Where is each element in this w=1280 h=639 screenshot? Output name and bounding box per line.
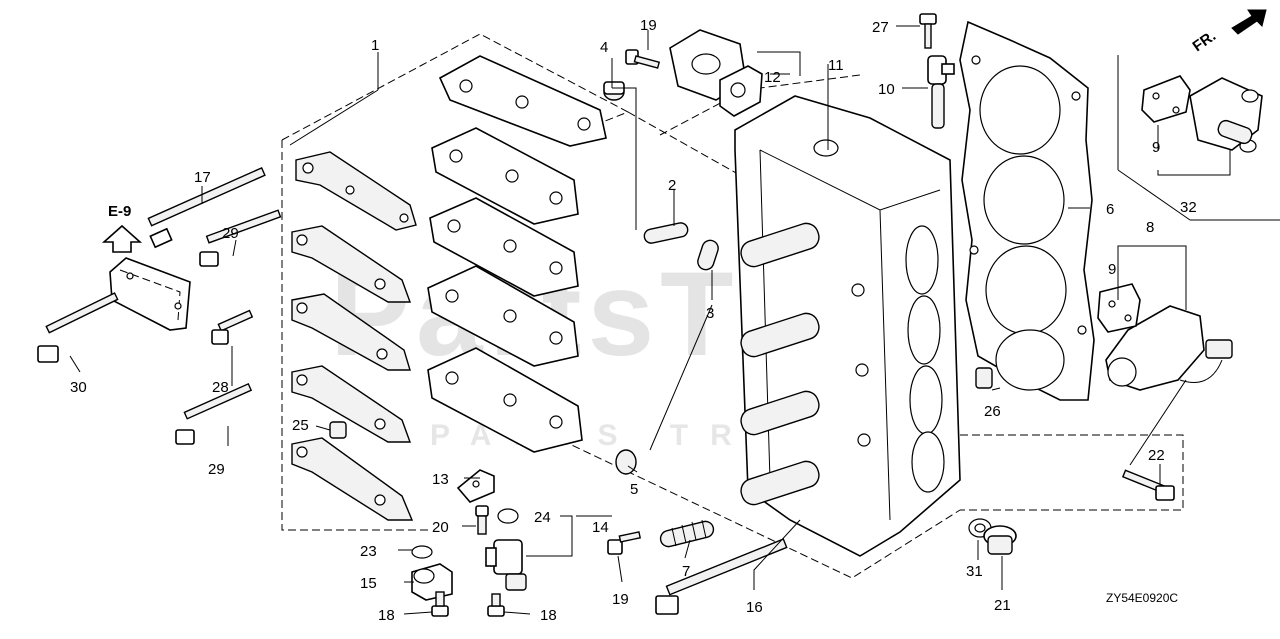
bolt-20-part[interactable] bbox=[475, 505, 489, 535]
bolt-18-left-part[interactable] bbox=[431, 591, 449, 617]
rocker-arm-part[interactable] bbox=[291, 225, 411, 303]
callout-9-inset[interactable]: 9 bbox=[1152, 139, 1160, 156]
callout-30[interactable]: 30 bbox=[70, 379, 87, 396]
callout-14[interactable]: 14 bbox=[592, 519, 609, 536]
callout-16[interactable]: 16 bbox=[746, 599, 763, 616]
inset-gasket-part[interactable] bbox=[1141, 75, 1191, 123]
bolt-19-part[interactable] bbox=[625, 49, 661, 69]
camshaft-holder-part[interactable] bbox=[429, 197, 579, 297]
callout-26[interactable]: 26 bbox=[984, 403, 1001, 420]
callout-3[interactable]: 3 bbox=[706, 305, 714, 322]
sensor-15-part[interactable] bbox=[411, 563, 453, 601]
bolt-29-upper-part[interactable] bbox=[199, 209, 282, 267]
dowel-26-part[interactable] bbox=[975, 367, 993, 389]
spring-7-part[interactable] bbox=[659, 519, 715, 549]
sensor-14-part[interactable] bbox=[485, 539, 527, 591]
o-ring-24-part[interactable] bbox=[497, 508, 519, 524]
rocker-shaft-part[interactable] bbox=[295, 151, 417, 231]
bolt-16-part[interactable] bbox=[655, 538, 788, 615]
callout-2[interactable]: 2 bbox=[668, 177, 676, 194]
rocker-arm-part[interactable] bbox=[291, 293, 411, 371]
callout-22[interactable]: 22 bbox=[1148, 447, 1165, 464]
cover-bracket-part[interactable] bbox=[109, 257, 191, 331]
reference-up-arrow-icon bbox=[101, 224, 143, 253]
bolt-27-part[interactable] bbox=[919, 13, 937, 49]
head-gasket-part[interactable] bbox=[959, 20, 1095, 401]
dowel-4-part[interactable] bbox=[603, 81, 625, 101]
bolt-28-part[interactable] bbox=[211, 309, 254, 345]
bolt-30-part[interactable] bbox=[37, 292, 119, 363]
callout-19-top[interactable]: 19 bbox=[640, 17, 657, 34]
callout-19-bottom[interactable]: 19 bbox=[612, 591, 629, 608]
callout-25[interactable]: 25 bbox=[292, 417, 309, 434]
callout-18-right[interactable]: 18 bbox=[540, 607, 557, 624]
camshaft-holder-part[interactable] bbox=[427, 347, 583, 453]
plug-21-part[interactable] bbox=[983, 525, 1017, 555]
inset-corner-line bbox=[1117, 55, 1280, 221]
spool-valve-gasket-part[interactable] bbox=[1097, 283, 1141, 333]
rocker-arm-part[interactable] bbox=[291, 437, 414, 521]
inset-fitting-part[interactable] bbox=[1189, 77, 1263, 153]
front-label: FR. bbox=[1190, 27, 1220, 55]
callout-9-spool[interactable]: 9 bbox=[1108, 261, 1116, 278]
bracket-13-part[interactable] bbox=[456, 469, 495, 503]
callout-5[interactable]: 5 bbox=[630, 481, 638, 498]
callout-15[interactable]: 15 bbox=[360, 575, 377, 592]
washer-23-part[interactable] bbox=[411, 545, 433, 559]
bolt-22-part[interactable] bbox=[1121, 469, 1175, 501]
callout-32[interactable]: 32 bbox=[1180, 199, 1197, 216]
rocker-assembly-dashed-box bbox=[281, 33, 746, 531]
reference-e9-label[interactable]: E-9 bbox=[108, 203, 131, 220]
callout-13[interactable]: 13 bbox=[432, 471, 449, 488]
pin-3-part[interactable] bbox=[696, 238, 720, 271]
callout-28[interactable]: 28 bbox=[212, 379, 229, 396]
bolt-17-part[interactable] bbox=[147, 166, 266, 249]
callout-29-lower[interactable]: 29 bbox=[208, 461, 225, 478]
callout-24[interactable]: 24 bbox=[534, 509, 551, 526]
bolt-29-lower-part[interactable] bbox=[175, 382, 253, 445]
callout-8[interactable]: 8 bbox=[1146, 219, 1154, 236]
callout-17[interactable]: 17 bbox=[194, 169, 211, 186]
camshaft-holder-part[interactable] bbox=[427, 265, 579, 367]
pin-2-part[interactable] bbox=[643, 222, 689, 245]
dowel-25-part[interactable] bbox=[329, 421, 347, 439]
sensor-part-10[interactable] bbox=[927, 55, 955, 129]
leader-lines bbox=[69, 25, 1231, 615]
rocker-arm-part[interactable] bbox=[291, 365, 411, 443]
front-arrow-icon bbox=[1231, 9, 1267, 35]
camshaft-holder-part[interactable] bbox=[431, 127, 579, 225]
spool-valve-part[interactable] bbox=[1105, 305, 1233, 391]
cylinder-head-part[interactable] bbox=[734, 95, 961, 557]
callout-31[interactable]: 31 bbox=[966, 563, 983, 580]
callout-11[interactable]: 11 bbox=[828, 57, 844, 74]
front-direction-indicator: FR. bbox=[1190, 9, 1267, 55]
callout-27[interactable]: 27 bbox=[872, 19, 889, 36]
callout-12[interactable]: 12 bbox=[764, 69, 781, 86]
callout-10[interactable]: 10 bbox=[878, 81, 895, 98]
callout-18-left[interactable]: 18 bbox=[378, 607, 395, 624]
bolt-18-right-part[interactable] bbox=[487, 593, 505, 617]
callout-1[interactable]: 1 bbox=[371, 37, 379, 54]
callout-7[interactable]: 7 bbox=[682, 563, 690, 580]
callout-23[interactable]: 23 bbox=[360, 543, 377, 560]
callout-29-upper[interactable]: 29 bbox=[222, 225, 239, 242]
gasket-dashed-outline bbox=[960, 434, 1184, 511]
dowel-5-part[interactable] bbox=[615, 449, 637, 475]
callout-20[interactable]: 20 bbox=[432, 519, 449, 536]
callout-6[interactable]: 6 bbox=[1106, 201, 1114, 218]
gasket-12-part[interactable] bbox=[719, 65, 763, 117]
camshaft-holder-part[interactable] bbox=[438, 55, 607, 147]
callout-4[interactable]: 4 bbox=[600, 39, 608, 56]
bolt-19-lower-part[interactable] bbox=[607, 531, 642, 555]
diagram-code: ZY54E0920C bbox=[1106, 591, 1178, 605]
callout-21[interactable]: 21 bbox=[994, 597, 1011, 614]
